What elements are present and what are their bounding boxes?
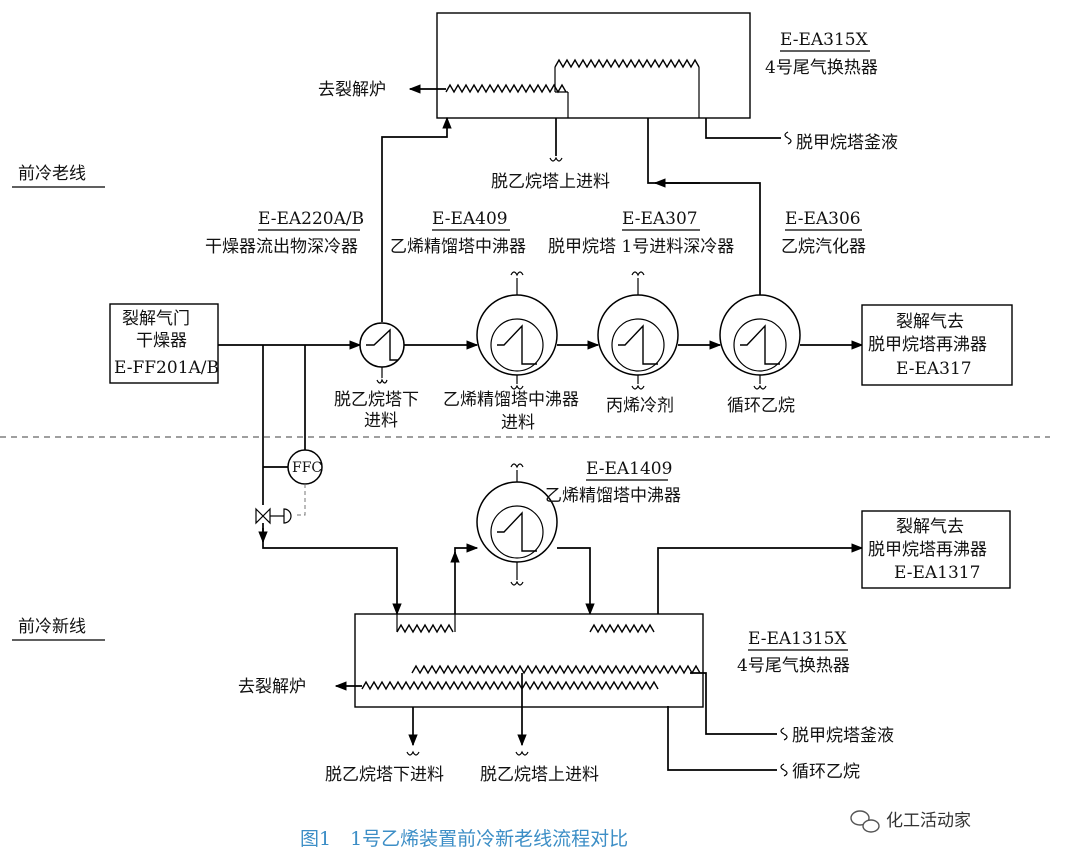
ea1409-name: 乙烯精馏塔中沸器	[545, 486, 681, 506]
watermark-text: 化工活动家	[886, 811, 971, 831]
old-demethanizer-bottoms-label: 脱甲烷塔釜液	[796, 133, 898, 153]
old-line-section-label: 前冷老线	[18, 164, 86, 184]
dryer-line1: 裂解气门	[122, 309, 190, 329]
ea307-id: E-EA307	[622, 209, 698, 229]
new-dest-line2: 脱甲烷塔再沸器	[868, 540, 987, 560]
ea306-exchanger	[719, 294, 801, 376]
ea409-exchanger	[476, 294, 558, 376]
old-deethanizer-lower-1: 脱乙烷塔下	[334, 390, 419, 410]
ea409-id: E-EA409	[432, 209, 508, 229]
old-destination-box	[861, 304, 1013, 386]
ea1315x-coil-d	[361, 680, 659, 691]
ea1315x-coil-c	[411, 664, 701, 675]
old-dest-line2: 脱甲烷塔再沸器	[868, 335, 987, 355]
ea315x-lower-coil	[445, 83, 567, 94]
ea306-name: 乙烷汽化器	[781, 237, 866, 257]
new-deethanizer-lower-label: 脱乙烷塔下进料	[325, 765, 444, 785]
new-destination-box	[861, 510, 1011, 589]
figure-caption: 图1 1号乙烯装置前冷新老线流程对比	[300, 828, 628, 850]
new-line-section-label: 前冷新线	[18, 617, 86, 637]
new-recycle-ethane-label: 循环乙烷	[792, 762, 860, 782]
old-dest-line1: 裂解气去	[896, 312, 964, 332]
ea306-id: E-EA306	[785, 209, 861, 229]
ea1315x-coil-a	[396, 623, 454, 634]
ea315x-id: E-EA315X	[780, 30, 869, 50]
ea220-name: 干燥器流出物深冷器	[205, 237, 358, 257]
ea1409-id: E-EA1409	[586, 459, 672, 479]
ea1315x-name: 4号尾气换热器	[737, 656, 850, 676]
ea1315x-coil-b	[589, 623, 655, 634]
dryer-line2: 干燥器	[136, 331, 187, 351]
ea315x-name: 4号尾气换热器	[765, 58, 878, 78]
ffc-label: FFC	[292, 460, 322, 476]
new-deethanizer-upper-label: 脱乙烷塔上进料	[480, 765, 599, 785]
wechat-logo-icon	[850, 810, 880, 833]
new-dest-line1: 裂解气去	[896, 517, 964, 537]
control-valve	[255, 507, 271, 525]
old-to-furnace-label: 去裂解炉	[318, 80, 386, 100]
dryer-box	[109, 303, 219, 384]
new-demethanizer-bottoms-label: 脱甲烷塔釜液	[792, 726, 894, 746]
old-deethanizer-lower-2: 进料	[364, 411, 398, 431]
new-dest-line3: E-EA1317	[894, 563, 980, 583]
ea220-id: E-EA220A/B	[258, 209, 364, 229]
ea409-name: 乙烯精馏塔中沸器	[390, 237, 526, 257]
dryer-line3: E-FF201A/B	[114, 358, 219, 378]
ea1315x-id: E-EA1315X	[748, 629, 847, 649]
old-propylene-label: 丙烯冷剂	[606, 396, 674, 416]
new-to-furnace-label: 去裂解炉	[238, 677, 306, 697]
old-deethanizer-upper-label: 脱乙烷塔上进料	[491, 172, 610, 192]
old-reboiler-feed-2: 进料	[501, 413, 535, 433]
old-reboiler-feed-1: 乙烯精馏塔中沸器	[443, 390, 579, 410]
ea315x-upper-coil	[554, 58, 700, 69]
ea307-name: 脱甲烷塔 1号进料深冷器	[548, 237, 734, 257]
ea307-exchanger	[597, 294, 679, 376]
old-dest-line3: E-EA317	[896, 359, 972, 379]
old-recycle-ethane-label: 循环乙烷	[727, 396, 795, 416]
